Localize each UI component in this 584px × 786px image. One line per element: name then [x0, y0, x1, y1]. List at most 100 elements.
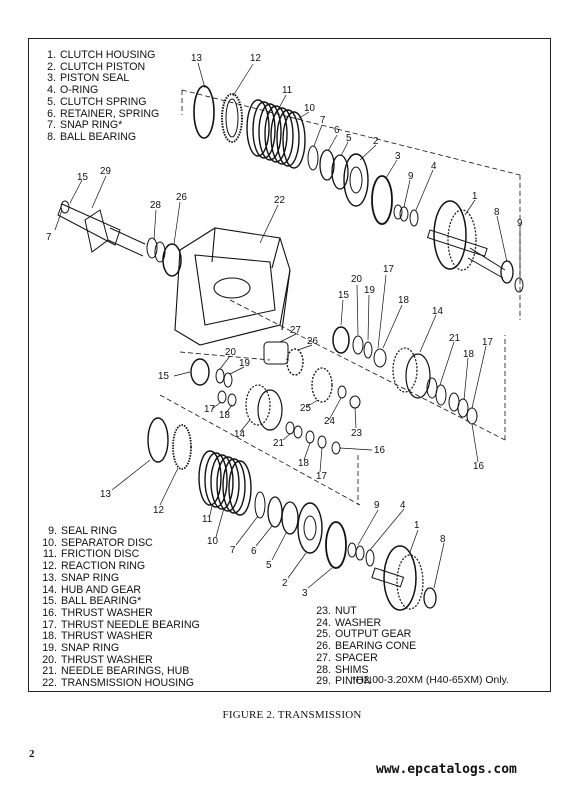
callout-13: 13	[191, 53, 202, 64]
transmission-housing-22	[174, 227, 291, 346]
callout-27: 27	[290, 325, 301, 336]
parts-legend-top: 1.CLUTCH HOUSING 2.CLUTCH PISTON 3.PISTO…	[35, 49, 160, 144]
callout-4: 4	[431, 161, 437, 172]
callout-25: 25	[300, 403, 311, 414]
legend-row: 5.CLUTCH SPRING	[47, 95, 147, 108]
reaction-ring-12-top	[221, 93, 243, 143]
callout-26: 26	[307, 336, 318, 347]
model-footnote: *H2.00-3.20XM (H40-65XM) Only.	[352, 675, 509, 686]
callout-17: 17	[204, 404, 215, 415]
callout-9: 9	[517, 218, 522, 229]
figure-caption: FIGURE 2. TRANSMISSION	[222, 709, 362, 721]
clutch-pack-top	[246, 99, 306, 169]
callout-28: 28	[150, 200, 161, 211]
callout-19: 19	[239, 358, 250, 369]
site-watermark: www.epcatalogs.com	[376, 762, 517, 777]
callout-7: 7	[230, 545, 235, 556]
clutch-housing-1-bottom	[371, 545, 424, 611]
callout-20: 20	[351, 274, 362, 285]
callout-16: 16	[374, 445, 385, 456]
legend-row: 26.BEARING CONE	[316, 640, 417, 653]
callout-8: 8	[494, 207, 500, 218]
legend-row: 23.NUT	[316, 605, 357, 617]
callout-26: 26	[176, 192, 187, 203]
clutch-housing-1-top	[426, 200, 506, 279]
reaction-ring-12-bottom	[172, 424, 192, 470]
legend-row: 20.THRUST WASHER	[42, 653, 153, 666]
legend-row: 16.THRUST WASHER	[42, 606, 153, 619]
legend-row: 7.SNAP RING*	[47, 119, 123, 132]
callout-17: 17	[316, 471, 327, 482]
legend-row: 29.PINION	[316, 675, 372, 688]
callout-15: 15	[158, 371, 169, 382]
legend-row: 3.PISTON SEAL	[47, 72, 130, 85]
legend-row: 15.BALL BEARING*	[42, 595, 142, 608]
legend-row: 4.O-RING	[47, 84, 99, 97]
legend-row: 24.WASHER	[316, 616, 382, 629]
callout-6: 6	[251, 546, 257, 557]
callout-14: 14	[432, 306, 443, 317]
callout-21: 21	[273, 438, 284, 449]
callout-20: 20	[225, 347, 236, 358]
clutch-piston-2-top	[343, 153, 369, 207]
callout-19: 19	[364, 285, 375, 296]
legend-row: 11.FRICTION DISC	[43, 548, 140, 561]
callout-12: 12	[250, 53, 261, 64]
callout-10: 10	[207, 536, 218, 547]
legend-row: 28.SHIMS	[316, 663, 369, 676]
callout-18: 18	[219, 410, 230, 421]
legend-row: 21.NEEDLE BEARINGS, HUB	[42, 665, 190, 678]
callout-16: 16	[473, 461, 484, 472]
callout-15: 15	[77, 172, 88, 183]
hub-and-gear-14-lower	[245, 384, 283, 431]
callout-6: 6	[334, 125, 340, 136]
legend-row: 18.THRUST WASHER	[42, 630, 153, 643]
callout-29: 29	[100, 166, 111, 177]
callout-11: 11	[202, 514, 212, 525]
callout-18: 18	[398, 295, 409, 306]
callout-11: 11	[282, 85, 292, 96]
legend-row: 17.THRUST NEEDLE BEARING	[42, 618, 200, 631]
callout-3: 3	[302, 588, 308, 599]
callout-5: 5	[346, 133, 352, 144]
callout-8: 8	[440, 534, 446, 545]
callout-2: 2	[373, 136, 378, 147]
callout-9: 9	[374, 500, 379, 511]
legend-row: 8.BALL BEARING	[47, 130, 137, 143]
callout-12: 12	[153, 505, 164, 516]
legend-row: 13.SNAP RING	[42, 571, 120, 584]
callout-23: 23	[351, 428, 362, 439]
legend-row: 2.CLUTCH PISTON	[47, 60, 146, 73]
clutch-pack-bottom	[198, 450, 252, 516]
legend-row: 27.SPACER	[316, 651, 378, 664]
legend-row: 10.SEPARATOR DISC	[42, 536, 153, 549]
pinion-29	[57, 203, 146, 257]
callout-10: 10	[304, 103, 315, 114]
snap-ring-13-top	[193, 85, 215, 139]
callout-14: 14	[234, 429, 245, 440]
snap-ring-13-bottom	[147, 417, 169, 463]
callout-17: 17	[383, 264, 394, 275]
callout-2: 2	[282, 578, 287, 589]
legend-row: 19.SNAP RING	[42, 642, 120, 655]
parts-legend-right: 23.NUT 24.WASHER 25.OUTPUT GEAR 26.BEARI…	[314, 605, 417, 688]
piston-seal-3-bottom	[325, 521, 347, 569]
legend-row: 25.OUTPUT GEAR	[316, 628, 412, 641]
callout-1: 1	[414, 520, 419, 531]
callout-21: 21	[449, 333, 460, 344]
page-number: 2	[29, 748, 35, 760]
parts-legend-bottom: 9.SEAL RING 10.SEPARATOR DISC 11.FRICTIO…	[36, 525, 200, 690]
legend-row: 9.SEAL RING	[48, 525, 118, 537]
legend-row: 6.RETAINER, SPRING	[47, 107, 160, 120]
spacer-27	[263, 341, 289, 365]
output-gear-25	[311, 367, 333, 403]
legend-row: 12.REACTION RING	[42, 560, 146, 573]
figure-frame	[28, 38, 551, 692]
callout-5: 5	[266, 560, 272, 571]
leader-lines	[54, 62, 521, 589]
legend-row: 1.CLUTCH HOUSING	[47, 49, 156, 61]
callout-18: 18	[463, 349, 474, 360]
callout-9: 9	[408, 171, 413, 182]
legend-row: 22.TRANSMISSION HOUSING	[42, 677, 195, 690]
